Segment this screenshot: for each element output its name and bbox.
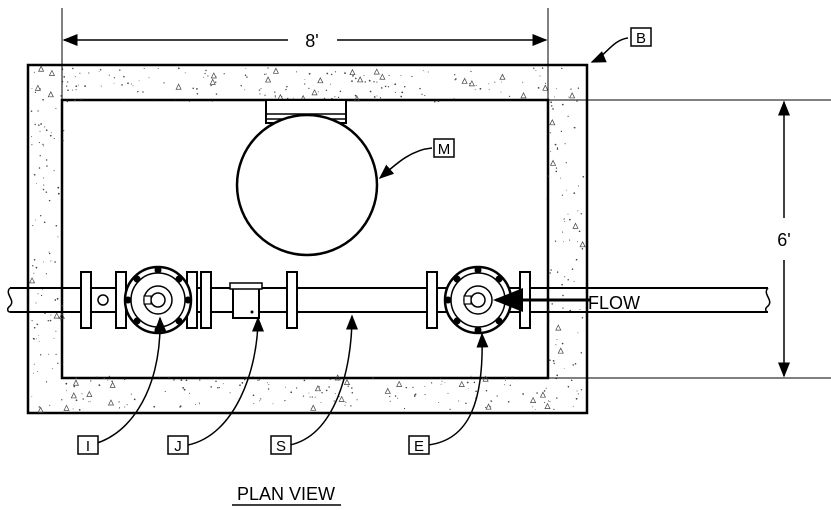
callout-m: M (433, 138, 455, 158)
flow-indicator: FLOW (493, 288, 640, 313)
svg-text:B: B (636, 30, 646, 47)
svg-text:E: E (414, 438, 424, 455)
callout-i: I (77, 435, 99, 455)
drawing-title: PLAN VIEW (232, 484, 341, 506)
vault-walls (26, 63, 589, 415)
callout-j: J (167, 435, 189, 455)
svg-text:J: J (174, 438, 182, 455)
height-dimension: 6' (777, 100, 791, 378)
svg-text:I: I (86, 438, 90, 455)
valve-inlet (123, 265, 193, 335)
plan-view-title: PLAN VIEW (237, 484, 335, 504)
strainer (229, 282, 263, 319)
extension-lines (61, 8, 831, 379)
manhole (235, 99, 379, 257)
svg-text:M: M (438, 141, 451, 158)
leader-lines (87, 37, 629, 446)
concrete-texture (28, 65, 586, 413)
callout-e: E (408, 435, 430, 455)
flow-label: FLOW (588, 293, 640, 313)
svg-text:S: S (276, 438, 286, 455)
width-dimension-label: 8' (305, 31, 318, 51)
callout-s: S (270, 435, 292, 455)
height-dimension-label: 6' (777, 230, 790, 250)
callout-b: B (630, 27, 652, 47)
width-dimension: 8' (62, 31, 548, 51)
flange-bolt (97, 294, 109, 306)
